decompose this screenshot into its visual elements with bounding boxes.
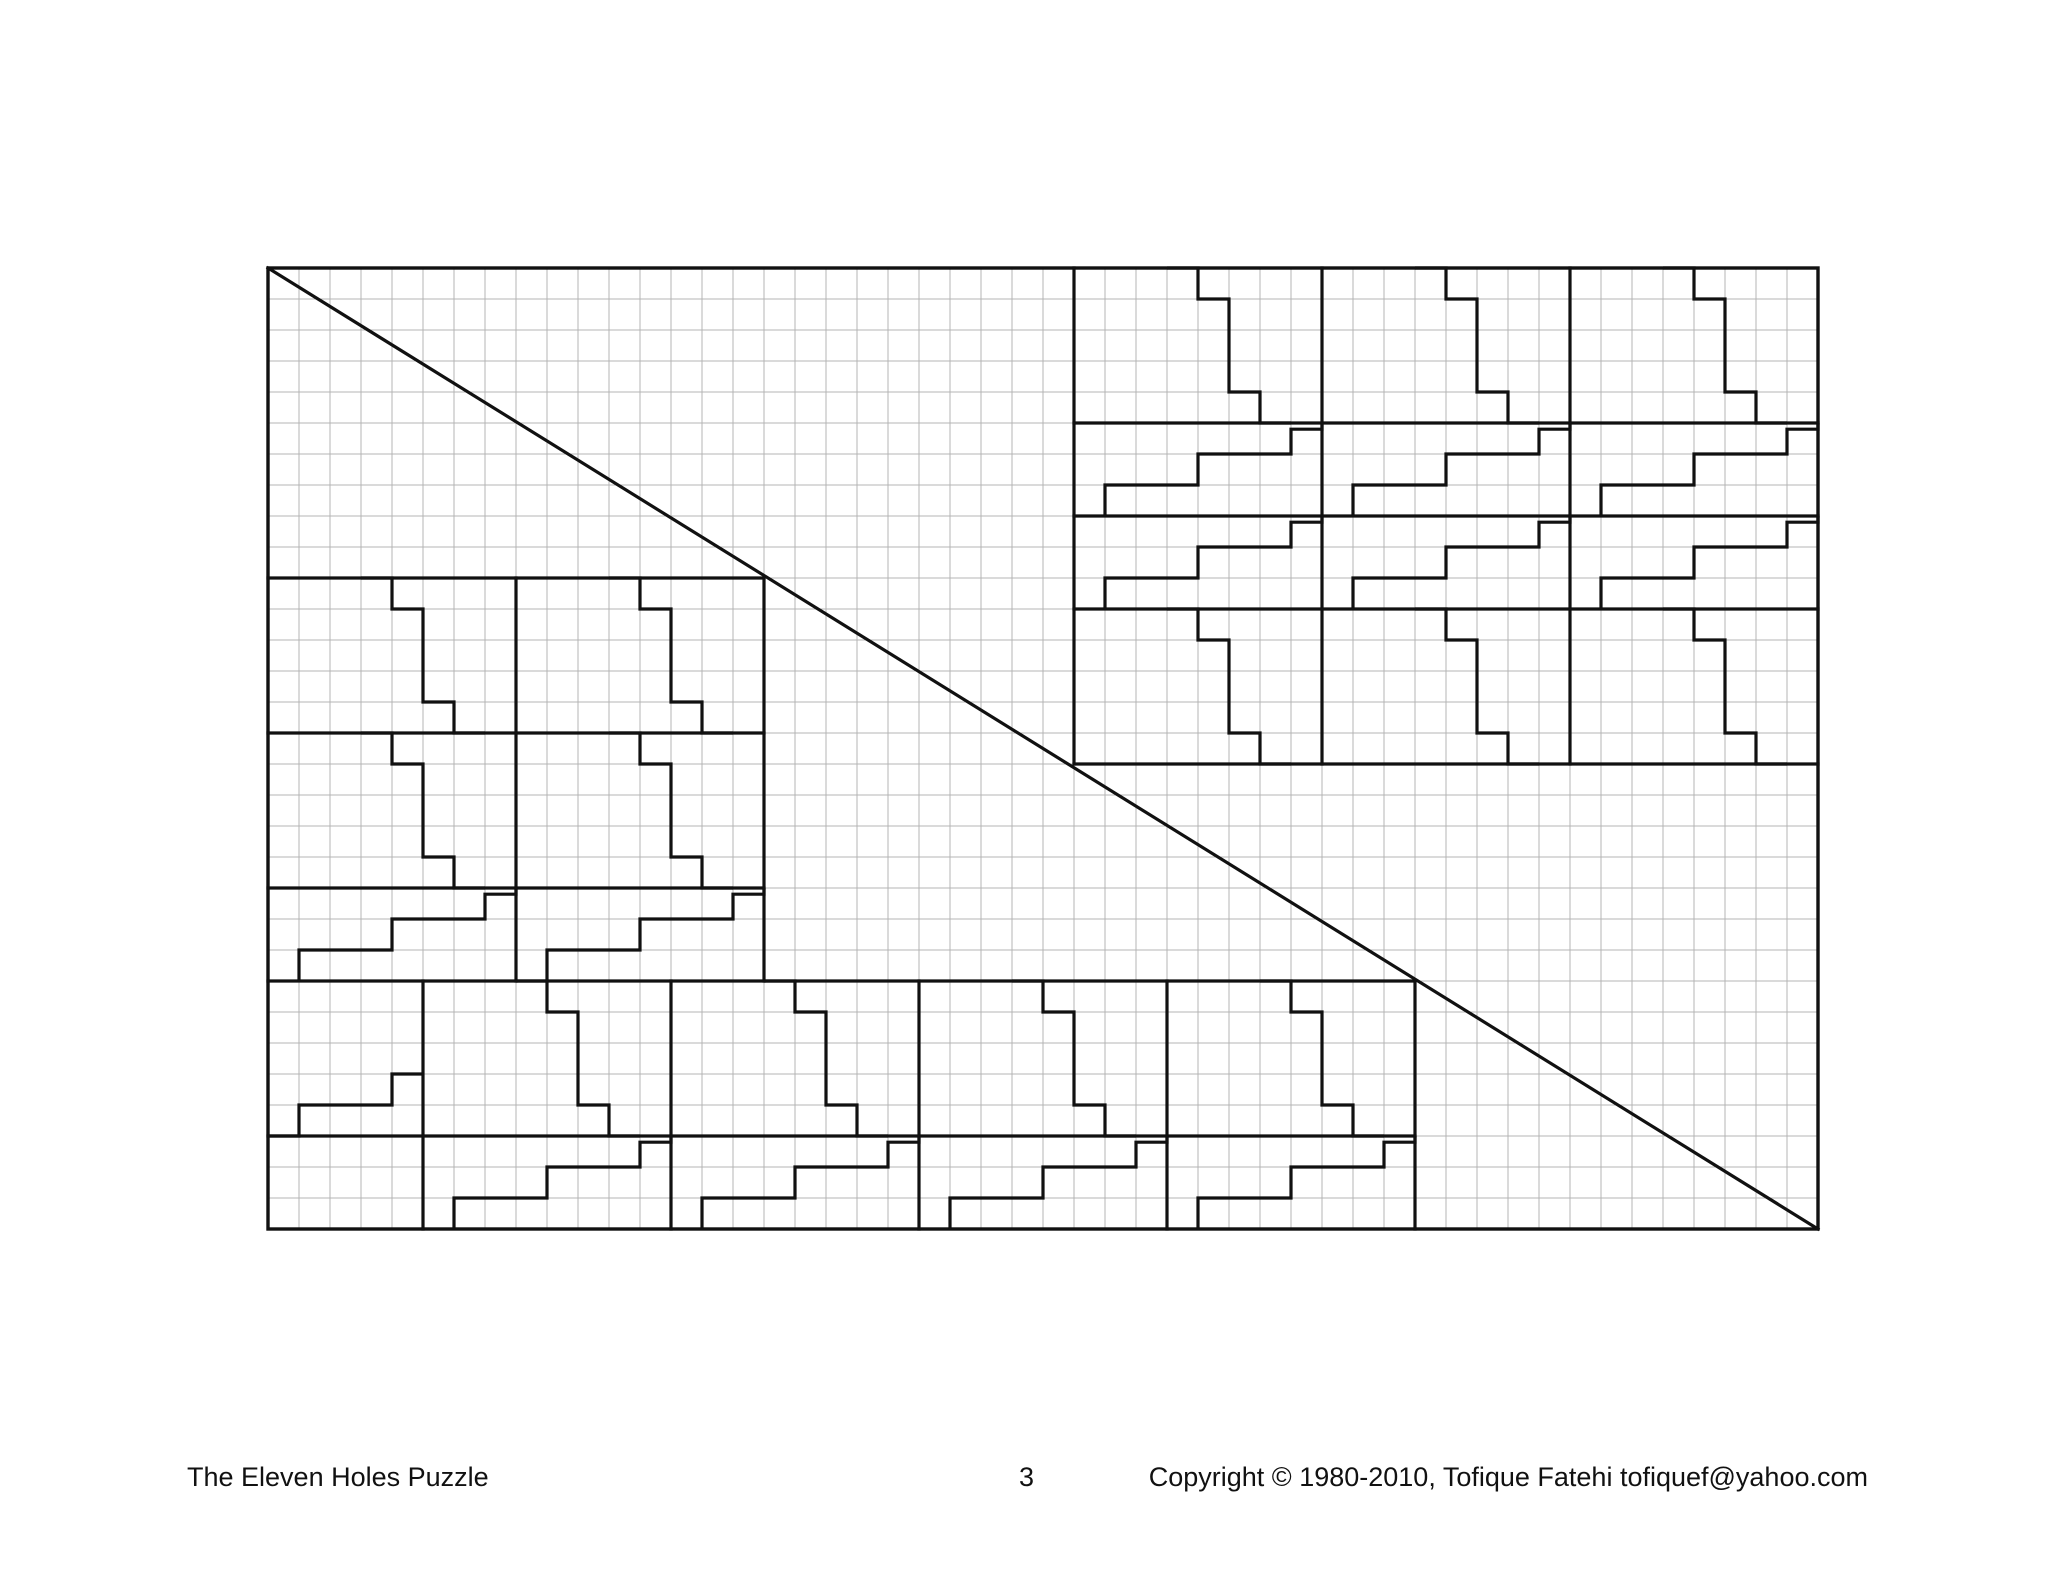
- step-profile-vertical: [1663, 607, 1787, 766]
- step-profile-vertical: [609, 576, 733, 735]
- step-profile-horizontal: [1599, 516, 1820, 609]
- step-profile-vertical: [1167, 607, 1291, 766]
- step-profile-vertical: [764, 979, 888, 1138]
- puzzle-pieces: [265, 265, 1821, 1232]
- step-profile-horizontal: [1351, 423, 1572, 516]
- step-profile-vertical: [609, 731, 733, 890]
- step-profile-vertical: [1260, 979, 1384, 1138]
- step-profile-vertical: [1663, 266, 1787, 425]
- step-profile-corner: [268, 1072, 423, 1138]
- step-profile-vertical: [361, 576, 485, 735]
- step-profile-horizontal: [700, 1136, 921, 1229]
- step-profile-vertical: [1167, 266, 1291, 425]
- step-profile-horizontal: [297, 888, 518, 981]
- step-profile-vertical: [1415, 266, 1539, 425]
- step-profile-horizontal: [1196, 1136, 1417, 1229]
- outer-frame: [266, 266, 1820, 1231]
- page-number: 3: [1019, 1462, 1035, 1492]
- step-profile-horizontal: [452, 1136, 673, 1229]
- step-profile-horizontal: [948, 1136, 1169, 1229]
- step-profile-horizontal: [1103, 516, 1324, 609]
- step-profile-horizontal: [1599, 423, 1820, 516]
- diagonal-line: [265, 265, 1821, 1232]
- step-profile-horizontal: [1103, 423, 1324, 516]
- copyright-notice: Copyright © 1980-2010, Tofique Fatehi to…: [1148, 1462, 1868, 1492]
- step-profile-vertical: [516, 979, 640, 1138]
- step-profile-horizontal: [545, 888, 766, 981]
- step-profile-vertical: [1012, 979, 1136, 1138]
- step-profile-horizontal: [1351, 516, 1572, 609]
- footer-title: The Eleven Holes Puzzle: [187, 1462, 489, 1492]
- step-profile-vertical: [1415, 607, 1539, 766]
- step-profile-vertical: [361, 731, 485, 890]
